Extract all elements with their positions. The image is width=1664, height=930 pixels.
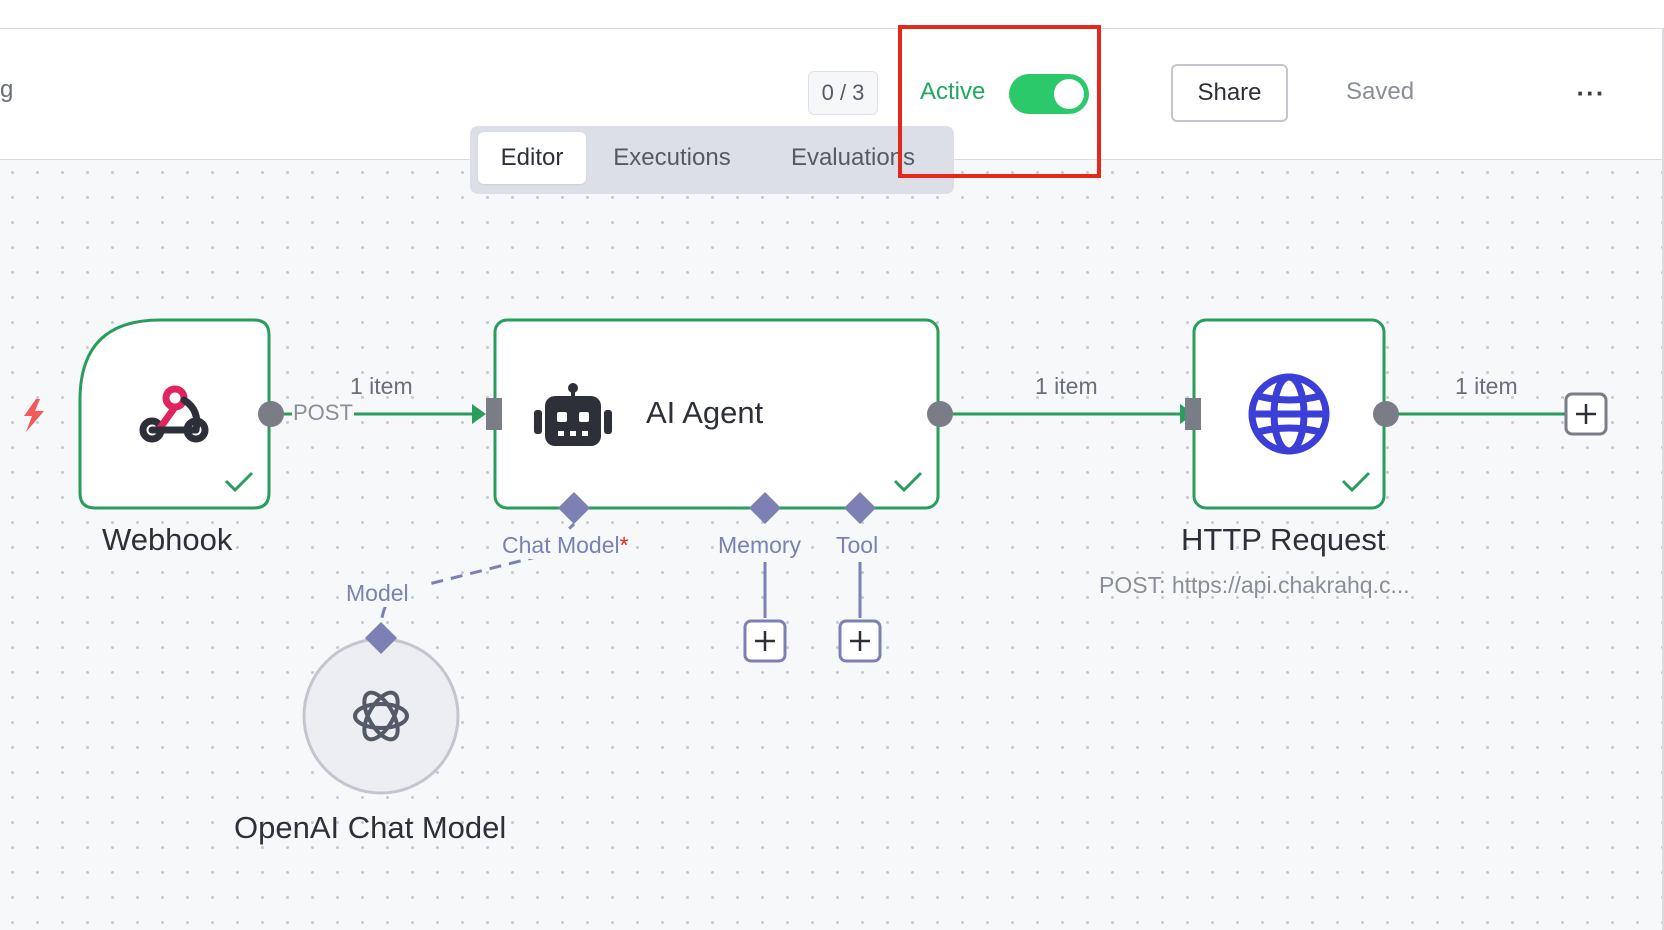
add-tool-button[interactable] [838,619,882,663]
required-indicator: * [619,532,629,558]
active-label: Active [920,78,986,105]
success-check-icon [893,471,923,493]
right-panel-edge [1662,29,1664,930]
chat-model-port-label: Chat Model* [502,532,629,559]
webhook-icon [139,385,209,443]
openai-node-label: OpenAI Chat Model [234,810,507,845]
version-counter[interactable]: 0 / 3 [808,71,878,115]
success-check-icon [224,471,254,493]
connection-item-count: 1 item [350,373,413,399]
http-request-subtitle: POST: https://api.chakrahq.c... [1099,572,1410,598]
chat-model-port[interactable] [558,492,590,524]
webhook-node[interactable] [78,318,284,510]
connection-item-count: 1 item [1035,373,1098,399]
top-bar [0,0,1664,29]
webhook-node-label: Webhook [102,522,233,557]
saved-status: Saved [1346,78,1415,105]
openai-icon [353,690,409,742]
ai-agent-output-port [927,401,953,427]
ai-agent-input-port [486,398,502,430]
tab-evaluations[interactable]: Evaluations [790,144,916,171]
openai-model-port [365,622,397,654]
robot-icon [534,383,612,446]
http-request-output-port [1373,401,1399,427]
ai-agent-node[interactable] [486,318,953,510]
globe-icon [1248,373,1330,455]
http-request-node-label: HTTP Request [1181,522,1386,557]
http-request-input-port [1185,398,1201,430]
tool-port[interactable] [844,492,876,524]
more-options-button[interactable]: ··· [1572,76,1610,110]
connection-agent-http[interactable] [940,404,1194,424]
memory-port[interactable] [749,492,781,524]
success-check-icon [1341,471,1371,493]
view-tabs: Editor Executions Evaluations [470,126,954,194]
tab-executions[interactable]: Executions [613,144,731,171]
model-port-label: Model [346,580,409,607]
share-button[interactable]: Share [1171,64,1288,122]
workflow-canvas[interactable] [0,160,1662,930]
ai-agent-node-label: AI Agent [646,395,764,430]
toggle-knob [1054,79,1084,109]
http-request-node[interactable] [1185,318,1399,510]
active-toggle[interactable] [1009,74,1089,114]
trigger-bolt-icon [24,399,44,432]
add-node-button[interactable] [1564,392,1608,436]
connection-item-count: 1 item [1455,373,1518,399]
tab-editor[interactable]: Editor [478,132,586,184]
openai-chat-model-node[interactable] [302,622,460,795]
tool-port-label: Tool [836,532,879,559]
webhook-output-label: POST [292,400,354,426]
webhook-output-port [258,401,284,427]
memory-port-label: Memory [718,532,802,559]
add-memory-button[interactable] [743,619,787,663]
workflow-name[interactable]: g [0,76,14,103]
